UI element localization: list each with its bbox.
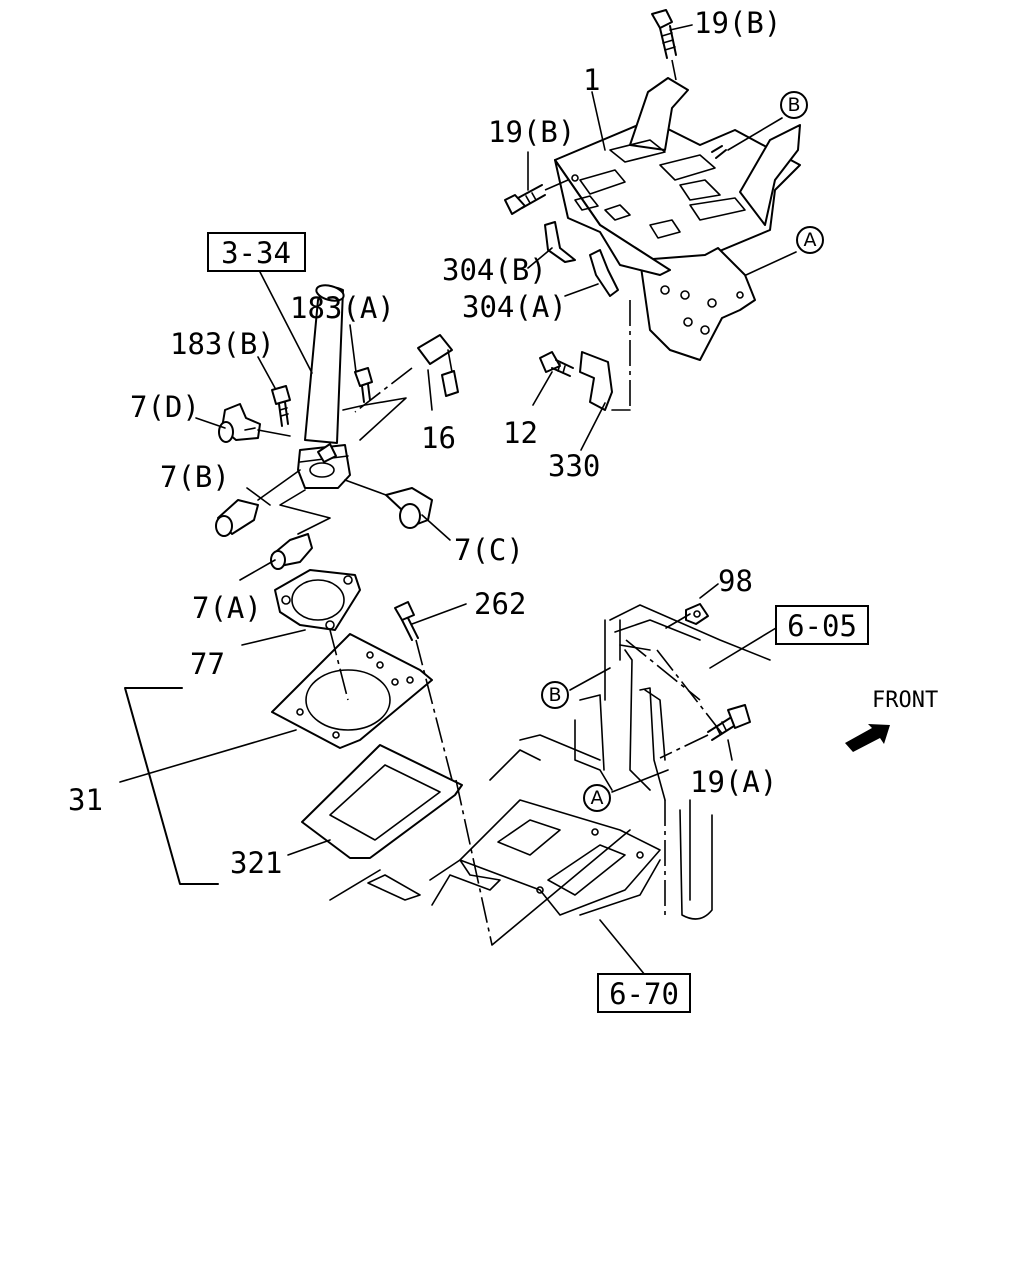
leader-lines bbox=[119, 24, 797, 976]
label-304a: 304(A) bbox=[462, 290, 567, 324]
label-304b: 304(B) bbox=[442, 253, 547, 287]
vehicle-frame bbox=[329, 604, 771, 920]
gasket-321 bbox=[301, 744, 463, 859]
fitting-7b bbox=[215, 469, 301, 537]
bolt-19b-top bbox=[651, 9, 677, 81]
align-line-1 bbox=[455, 779, 493, 946]
label-19b-top: 19(B) bbox=[694, 6, 781, 40]
marker-a-top: A bbox=[796, 226, 824, 254]
label-7c: 7(C) bbox=[454, 533, 524, 567]
clip-330 bbox=[579, 300, 631, 411]
svg-text:6-05: 6-05 bbox=[787, 609, 857, 643]
ref-box-6-70: 6-70 bbox=[597, 973, 691, 1013]
bolt-183b bbox=[271, 385, 291, 427]
svg-text:B: B bbox=[548, 684, 561, 706]
marker-b-top: B bbox=[780, 91, 808, 119]
marker-a-bottom: A bbox=[583, 784, 611, 812]
label-12: 12 bbox=[503, 416, 538, 450]
sensor-16 bbox=[354, 334, 459, 413]
label-77: 77 bbox=[190, 647, 225, 681]
fitting-7a bbox=[270, 489, 331, 570]
svg-text:A: A bbox=[591, 787, 604, 809]
clip-304a bbox=[589, 249, 619, 297]
marker-b-bottom: B bbox=[541, 681, 569, 709]
bracket-part-1 bbox=[554, 77, 801, 361]
ref-box-6-05: 6-05 bbox=[775, 605, 869, 645]
label-98: 98 bbox=[718, 564, 753, 598]
label-7d: 7(D) bbox=[130, 390, 200, 424]
gasket-77 bbox=[274, 569, 361, 631]
label-16: 16 bbox=[421, 421, 456, 455]
label-330: 330 bbox=[548, 449, 600, 483]
svg-text:6-70: 6-70 bbox=[609, 977, 679, 1011]
bolt-183a bbox=[354, 367, 373, 403]
fitting-7c bbox=[344, 479, 433, 529]
bolt-262 bbox=[394, 601, 453, 781]
housing-3-34 bbox=[297, 284, 351, 489]
clip-304b bbox=[544, 221, 576, 263]
front-arrow-icon bbox=[845, 724, 890, 752]
label-31: 31 bbox=[68, 783, 103, 817]
front-label: FRONT bbox=[872, 688, 938, 713]
svg-text:B: B bbox=[787, 94, 800, 116]
label-7b: 7(B) bbox=[160, 460, 230, 494]
label-19b-mid: 19(B) bbox=[488, 115, 575, 149]
plate-31 bbox=[271, 629, 433, 749]
label-183a: 183(A) bbox=[290, 291, 395, 325]
bolt-19b-mid bbox=[504, 179, 569, 215]
label-7a: 7(A) bbox=[192, 591, 262, 625]
label-183b: 183(B) bbox=[170, 327, 275, 361]
label-262: 262 bbox=[474, 587, 526, 621]
align-line-2 bbox=[491, 829, 631, 946]
label-1: 1 bbox=[583, 63, 600, 97]
svg-text:3-34: 3-34 bbox=[221, 236, 291, 270]
ref-box-3-34: 3-34 bbox=[207, 232, 306, 272]
label-19a: 19(A) bbox=[690, 765, 777, 799]
group-bracket bbox=[124, 687, 219, 885]
housing-leader bbox=[342, 397, 407, 441]
bolt-12 bbox=[539, 351, 574, 377]
nut-98 bbox=[685, 583, 719, 625]
label-321: 321 bbox=[230, 846, 282, 880]
bolt-19a bbox=[659, 704, 751, 759]
svg-text:A: A bbox=[804, 229, 817, 251]
